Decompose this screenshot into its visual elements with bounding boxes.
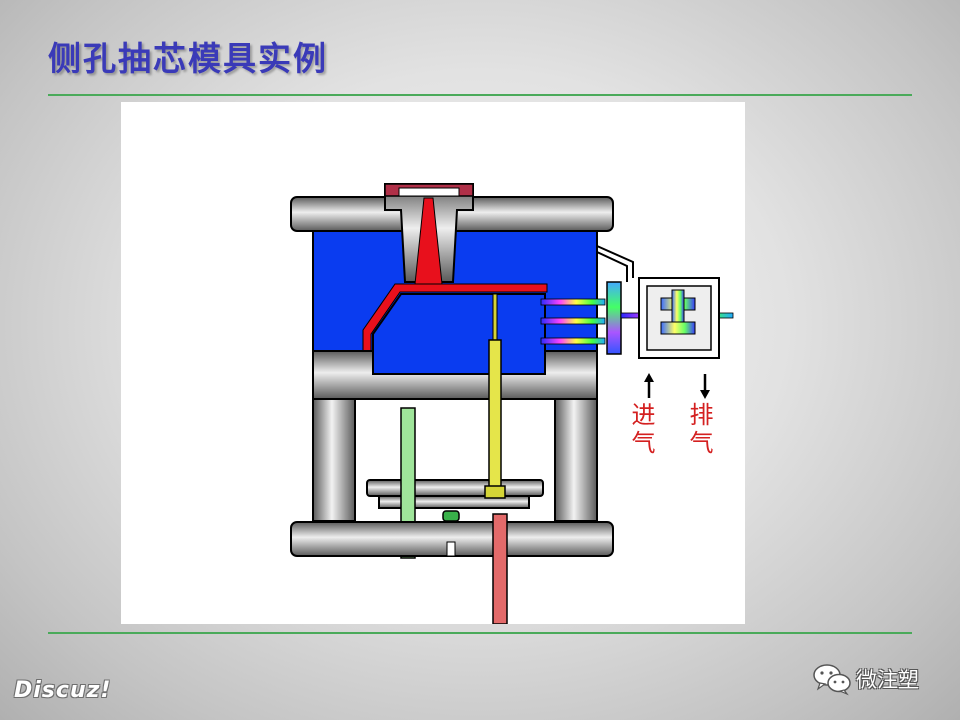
slide-title: 侧孔抽芯模具实例 [48,39,328,78]
watermark-wechat: 微注塑 [812,662,942,696]
side-pin-3 [540,337,606,345]
side-pin-1 [540,298,606,306]
wechat-icon [813,664,851,696]
watermark-wechat-text: 微注塑 [856,668,919,692]
label-air-out: 排气 [685,402,713,458]
ejector-plate [366,479,544,497]
slider-plate [606,281,622,355]
mold-core [372,293,546,375]
support-pillar-left [312,398,356,522]
label-air-in: 进气 [627,402,655,458]
stop-pin [442,510,460,522]
mold-diagram: 进气 排气 [121,102,745,624]
push-rod [492,513,508,624]
return-pin [400,407,416,559]
air-pipe [596,245,634,278]
support-pillar-right [554,398,598,522]
title-divider [48,94,912,96]
watermark-discuz: Discuz! [14,678,112,703]
footer-divider [48,632,912,634]
side-pin-2 [540,317,606,325]
